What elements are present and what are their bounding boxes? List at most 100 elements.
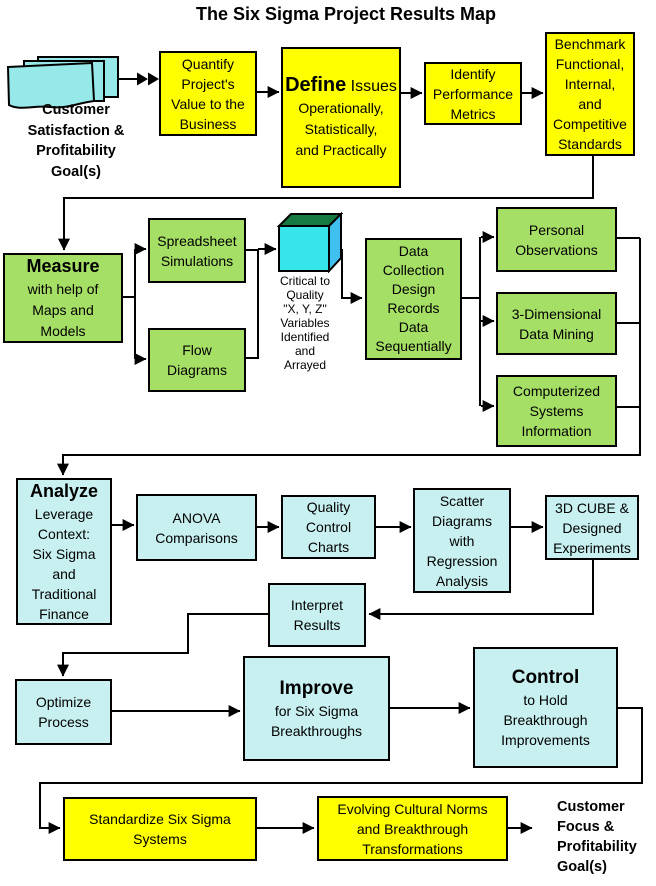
label-line: Functional, xyxy=(555,56,625,72)
label-line: Satisfaction & xyxy=(27,122,125,139)
label-line: Performance xyxy=(432,85,514,102)
label-line: Breakthrough xyxy=(503,711,588,728)
label-line: with help of xyxy=(27,280,99,297)
label-line: Personal xyxy=(528,221,585,238)
label-line: Spreadsheet xyxy=(157,232,237,249)
label-line: to Hold xyxy=(523,691,568,708)
label-line: Observations xyxy=(515,241,598,258)
label-line: Computerized xyxy=(512,383,601,399)
connector-segment xyxy=(246,250,259,359)
label-line: Control xyxy=(305,519,352,535)
label-line: Information xyxy=(521,423,592,439)
keyword-improve: Improve xyxy=(279,677,354,699)
label-line: and xyxy=(578,96,602,112)
label-line: Profitability xyxy=(557,839,637,855)
diagram-title: The Six Sigma Project Results Map xyxy=(195,4,497,24)
node-define: Define Issues Operationally,Statisticall… xyxy=(281,47,401,188)
label-line: Customer xyxy=(557,799,625,815)
label-line: Metrics xyxy=(450,105,496,122)
label-line: ANOVA xyxy=(172,509,221,526)
label-line: Goal(s) xyxy=(557,859,607,875)
keyword-define: Define xyxy=(285,74,347,96)
keyword-analyze: Analyze xyxy=(29,480,99,501)
double-arrowhead xyxy=(148,72,159,86)
label-line: Records xyxy=(387,300,440,316)
label-line: Competitive xyxy=(553,116,627,132)
node-keyword-line: Measure xyxy=(5,255,121,279)
label-line: Collection xyxy=(382,262,445,278)
label-line: Context: xyxy=(37,525,91,542)
label-line: Finance xyxy=(39,605,89,622)
label-line: Six Sigma xyxy=(32,545,96,562)
label-line: and xyxy=(294,344,316,358)
label-line: Experiments xyxy=(553,539,631,556)
label-line: Quality xyxy=(286,288,324,302)
connectors xyxy=(39,72,643,834)
label-line: Process xyxy=(38,714,89,730)
label-line: Simulations xyxy=(160,252,234,269)
connector-segment xyxy=(57,613,268,677)
connector-segment xyxy=(368,560,594,620)
label-line: Quantify xyxy=(181,55,235,72)
label-line: Diagrams xyxy=(432,512,492,529)
connector-segment xyxy=(58,156,594,251)
label-line: "X, Y, Z" xyxy=(283,302,327,316)
node-keyword-line: Improve xyxy=(245,677,388,701)
label-line: Design xyxy=(391,281,436,297)
label-line: Statistically, xyxy=(304,121,378,137)
label-line: Interpret xyxy=(290,597,344,613)
keyword-measure: Measure xyxy=(26,255,100,276)
label-line: Comparisons xyxy=(155,529,238,546)
label-line: Sequentially xyxy=(375,338,452,354)
label-line: Optimize xyxy=(35,694,92,710)
node-anova-comparisons: ANOVA Comparisons xyxy=(136,494,257,561)
label-line: with xyxy=(449,532,475,549)
label-line: and Practically xyxy=(295,142,387,158)
label-line: Breakthroughs xyxy=(270,722,363,739)
label-line: Charts xyxy=(307,539,350,555)
label-line: Systems xyxy=(133,831,187,847)
label-line: Maps and xyxy=(32,301,94,318)
label-line: 3D CUBE & xyxy=(555,499,629,516)
label-line: Flow xyxy=(182,342,212,358)
label-line: Business xyxy=(179,115,237,132)
connector-segment xyxy=(39,707,643,834)
label-line: Transformations xyxy=(362,840,463,857)
label-line: Standards xyxy=(558,136,622,152)
label-line: Internal, xyxy=(564,76,616,92)
double-arrowhead xyxy=(137,72,148,86)
label-line: Models xyxy=(40,322,86,339)
label-line: Arrayed xyxy=(283,358,327,372)
label-line: Variables xyxy=(280,316,330,330)
node-keyword-line: Analyze xyxy=(18,480,110,504)
label-line: Benchmark xyxy=(554,36,626,52)
label-line: Data xyxy=(398,319,429,335)
label-line: Designed xyxy=(562,519,622,536)
label-line: and xyxy=(52,565,76,582)
label-line: Quality xyxy=(306,499,351,515)
label-line: Evolving Cultural Norms xyxy=(337,800,488,817)
label-line: Regression xyxy=(426,552,498,569)
label-line: Profitability xyxy=(36,143,116,159)
